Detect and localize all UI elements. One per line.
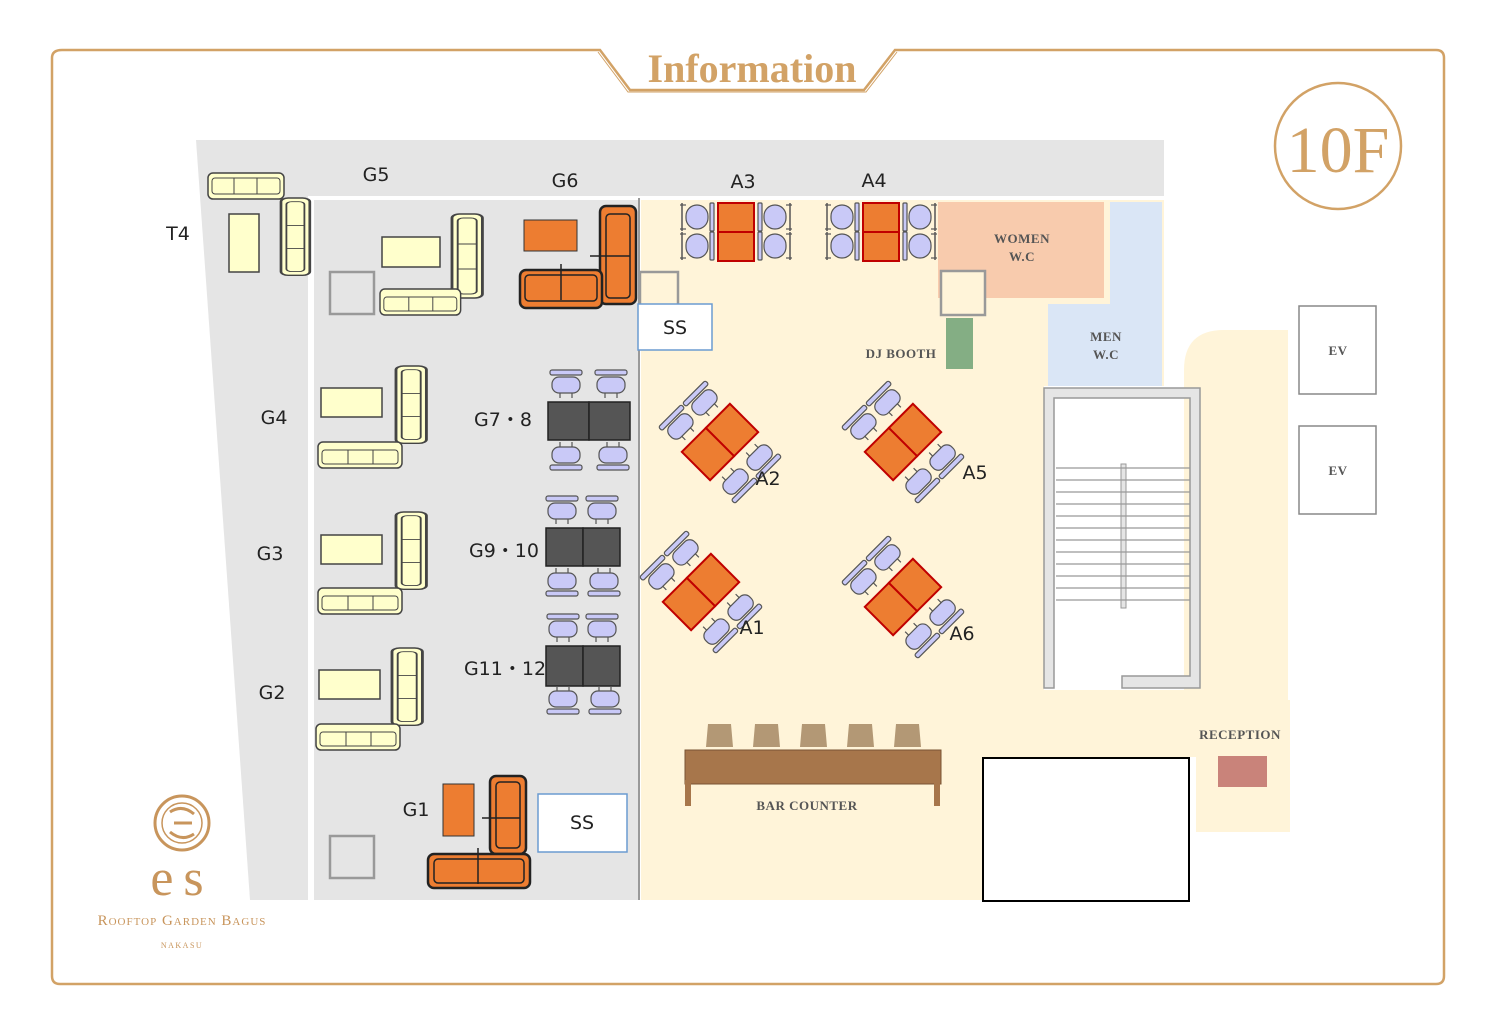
women-wc-label-2: W.C: [1009, 249, 1035, 264]
dj-booth-label: DJ BOOTH: [866, 346, 937, 361]
reception-desk: [1218, 756, 1267, 787]
sofa-set-g4: [317, 364, 428, 469]
men-wc: [1048, 202, 1162, 386]
elevator-1: [1298, 305, 1377, 395]
table-label-g3: G3: [257, 543, 284, 565]
elevator-2-label: EV: [1328, 463, 1347, 478]
table-set-a3: [679, 202, 793, 262]
table-label-a1: A1: [739, 617, 764, 639]
brand-name: Rooftop Garden Bagus: [98, 913, 267, 929]
floor-label: 10F: [1287, 114, 1390, 187]
dj-booth: [946, 318, 973, 369]
table-label-t4: T4: [165, 223, 190, 245]
reception-label: RECEPTION: [1199, 727, 1281, 742]
table-label-a2: A2: [755, 468, 780, 490]
bar-counter-label: BAR COUNTER: [756, 798, 857, 813]
table-set-g9-10: [545, 495, 621, 597]
ss-box-bottom: [537, 793, 628, 853]
sofa-set-g3: [317, 510, 428, 615]
table-label-a5: A5: [962, 462, 987, 484]
sofa-set-g1: [426, 774, 532, 890]
table-set-g11-12: [545, 613, 622, 715]
brand-emblem-icon: [153, 794, 211, 852]
bar-counter: [684, 724, 942, 806]
table-label-g9-10: G9・10: [469, 540, 539, 562]
title-plate: [597, 51, 898, 93]
sofa-set-t4: [207, 172, 312, 277]
table-label-g11-12: G11・12: [464, 658, 546, 680]
elevator-2: [1298, 425, 1377, 515]
page-title: Information: [648, 46, 857, 91]
reception-area: [1184, 330, 1288, 832]
info-frame: [50, 48, 1446, 986]
staircase: [1043, 387, 1201, 689]
sofa-set-g2: [315, 646, 424, 751]
women-wc-label: WOMEN: [994, 231, 1050, 246]
table-label-g1: G1: [403, 799, 430, 821]
ss-label-top: SS: [663, 317, 687, 339]
pillar: [328, 834, 376, 880]
pillar: [939, 269, 987, 317]
table-label-g7-8: G7・8: [474, 409, 532, 431]
table-label-g6: G6: [552, 170, 579, 192]
ss-box-top: [637, 303, 713, 351]
ss-label-bottom: SS: [570, 812, 594, 834]
elevator-1-label: EV: [1328, 343, 1347, 358]
brand-logo: es Rooftop Garden Bagus NAKASU: [98, 794, 267, 950]
men-wc-label-2: W.C: [1093, 347, 1119, 362]
table-label-g4: G4: [261, 407, 288, 429]
table-label-a6: A6: [949, 623, 974, 645]
sofa-set-g5: [379, 212, 484, 316]
table-set-a4: [824, 202, 938, 262]
sofa-set-g6: [518, 204, 638, 310]
table-label-a3: A3: [730, 171, 755, 193]
men-wc-label: MEN: [1090, 329, 1122, 344]
table-label-a4: A4: [861, 170, 886, 192]
table-label-g5: G5: [363, 164, 390, 186]
floor-badge: [1273, 81, 1403, 211]
table-set-g7-8: [547, 369, 631, 471]
bar-stools: [706, 724, 921, 747]
blank-panel: [982, 757, 1190, 902]
table-label-g2: G2: [259, 682, 286, 704]
pillar: [328, 270, 376, 316]
brand-sub: NAKASU: [161, 941, 203, 950]
brand-mark: es: [150, 850, 213, 907]
